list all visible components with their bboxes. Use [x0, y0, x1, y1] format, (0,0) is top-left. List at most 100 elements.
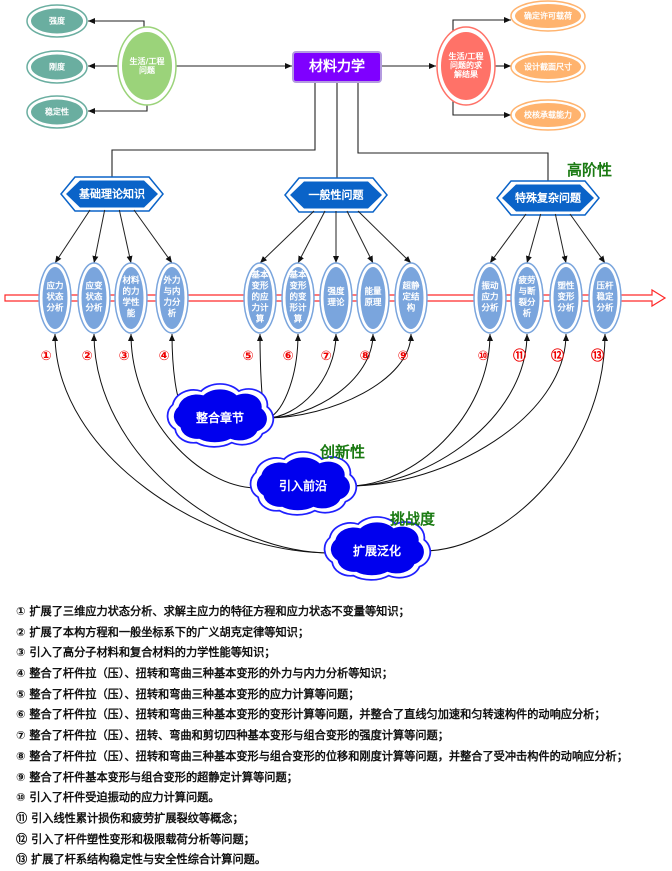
- topic-number: ⑪: [513, 349, 527, 364]
- topic-label: 基本 变形 的应 力计 算: [251, 270, 269, 325]
- topic-number: ④: [158, 349, 170, 364]
- link-curve: [265, 333, 301, 419]
- connector: [88, 104, 148, 114]
- topic-number: ⑫: [551, 349, 565, 364]
- connector: [88, 18, 145, 28]
- note-item: ⑨ 整合了杆件基本变形与组合变形的超静定计算等问题；: [16, 770, 298, 784]
- note-item: ① 扩展了三维应力状态分析、求解主应力的特征方程和应力状态不变量等知识；: [16, 605, 410, 618]
- topic-node: [155, 262, 189, 334]
- topic-node: [588, 262, 622, 334]
- high-order-label: 高阶性: [567, 161, 613, 179]
- fan-arrow: [489, 213, 527, 264]
- fan-arrow: [297, 210, 326, 264]
- note-item: ⑪ 引入线性累计损伤和疲劳扩展裂纹等概念；: [16, 811, 244, 825]
- note-item: ⑫ 引入了杆件塑性变形和极限载荷分析等问题；: [16, 832, 255, 846]
- innovation-label: 创新性: [320, 443, 366, 461]
- fan-arrow: [92, 209, 106, 264]
- mechanics-box: [292, 51, 382, 83]
- category-hexagon: [284, 177, 388, 213]
- note-item: ⑩ 引入了杆件受迫振动的应力计算问题。: [16, 791, 220, 805]
- topic-node: [510, 262, 544, 334]
- topic-number: ⑦: [320, 349, 332, 364]
- topic-node: [473, 262, 507, 334]
- notes-list: ① 扩展了三维应力状态分析、求解主应力的特征方程和应力状态不变量等知识； ② 扩…: [16, 602, 628, 871]
- link-curve: [265, 333, 376, 419]
- topic-number: ⑬: [591, 349, 605, 364]
- fan-arrow: [554, 213, 568, 264]
- topic-number: ⑤: [242, 349, 254, 364]
- fan-arrow: [259, 210, 315, 264]
- note-item: ⑥ 整合了杆件拉（压）、扭转和弯曲三种基本变形的变形计算等问题，并整合了直线匀加…: [16, 708, 606, 722]
- result-label: 生活/工程 问题的求 解结果: [448, 52, 484, 80]
- note-item: ② 扩展了本构方程和一般坐标系下的广义胡克定律等知识；: [16, 625, 310, 639]
- topic-node: [38, 262, 72, 334]
- fan-arrow: [569, 213, 606, 264]
- topic-label: 疲劳 与断 裂分 析: [518, 276, 536, 319]
- topic-label: 应变 状态 分析: [85, 281, 103, 314]
- note-item: ⑤ 整合了杆件拉（压）、扭转和弯曲三种基本变形的应力计算等问题；: [16, 687, 360, 701]
- fan-arrow: [133, 209, 173, 264]
- fan-arrow: [346, 210, 374, 264]
- topic-label: 能量 原理: [364, 287, 382, 308]
- topic-label: 压杆 稳定 分析: [596, 281, 614, 314]
- note-item: ③ 引入了高分子材料和复合材料的力学性能等知识；: [16, 646, 276, 660]
- topic-label: 应力 状态 分析: [46, 281, 64, 314]
- link-curve: [265, 333, 339, 419]
- topic-label: 基本 变形 的变 形计 算: [289, 270, 307, 325]
- topic-label: 材料 的力 学性 能: [122, 276, 140, 319]
- topic-number: ⑨: [397, 349, 409, 364]
- stiffness-label: 刚度: [49, 62, 65, 72]
- topic-number: ⑥: [282, 349, 294, 364]
- allowable-load-label: 确定许可载荷: [524, 11, 572, 21]
- link-curve: [422, 333, 608, 552]
- cloud-label: 整合章节: [195, 411, 245, 426]
- topic-node: [394, 262, 428, 334]
- link-curve: [348, 333, 530, 487]
- link-curve: [265, 333, 414, 419]
- category-hexagon: [496, 180, 600, 216]
- note-item: ⑧ 整合了杆件拉（压）、扭转和弯曲三种基本变形与组合变形的位移和刚度计算等问题，…: [16, 749, 628, 763]
- topic-number: ②: [81, 349, 93, 364]
- fan-arrow: [525, 213, 542, 264]
- link-curve: [348, 333, 569, 487]
- fan-arrow: [357, 210, 412, 264]
- problem-label: 生活/工程 问题: [129, 56, 165, 75]
- topic-label: 超静 定结 构: [402, 281, 420, 314]
- connector: [109, 82, 316, 186]
- link-curve: [128, 333, 258, 489]
- category-general-problems: 一般性问题: [308, 188, 364, 202]
- topic-label: 强度 理论: [327, 287, 345, 308]
- cloud-label: 扩展泛化: [352, 544, 402, 559]
- mechanics-title: 材料力学: [309, 58, 365, 75]
- connector: [357, 82, 551, 189]
- cloud-label: 引入前沿: [278, 479, 328, 494]
- cloud-node: [166, 383, 275, 448]
- topic-label: 塑性 变形 分析: [557, 281, 575, 314]
- capacity-check-label: 校核承载能力: [524, 110, 572, 120]
- stability-label: 稳定性: [45, 107, 69, 117]
- note-item: ④ 整合了杆件拉（压）、扭转和弯曲三种基本变形的外力与内力分析等知识；: [16, 667, 393, 681]
- topic-label: 振动 应力 分析: [481, 281, 499, 314]
- note-item: ⑬ 扩展了杆系结构稳定性与安全性综合计算问题。: [16, 853, 267, 867]
- category-basic-theory: 基础理论知识: [79, 187, 145, 201]
- fan-arrow: [54, 209, 91, 264]
- cloud-node: [323, 516, 432, 581]
- category-complex-problems: 特殊复杂问题: [515, 191, 581, 205]
- link-curve: [348, 333, 493, 487]
- diagram-canvas: [4, 0, 667, 581]
- topic-number: ⑩: [477, 349, 489, 364]
- link-curve: [52, 333, 332, 554]
- topic-number: ③: [118, 349, 130, 364]
- topic-node: [356, 262, 390, 334]
- topic-node: [549, 262, 583, 334]
- link-curve: [91, 333, 332, 554]
- fan-arrow: [118, 209, 133, 264]
- topic-node: [77, 262, 111, 334]
- category-hexagon: [60, 176, 164, 212]
- topic-node: [114, 262, 148, 334]
- cloud-node: [249, 451, 358, 516]
- topic-node: [281, 262, 315, 334]
- section-size-label: 设计截面尺寸: [524, 62, 572, 72]
- strength-label: 强度: [49, 16, 65, 26]
- topic-number: ⑧: [359, 349, 371, 364]
